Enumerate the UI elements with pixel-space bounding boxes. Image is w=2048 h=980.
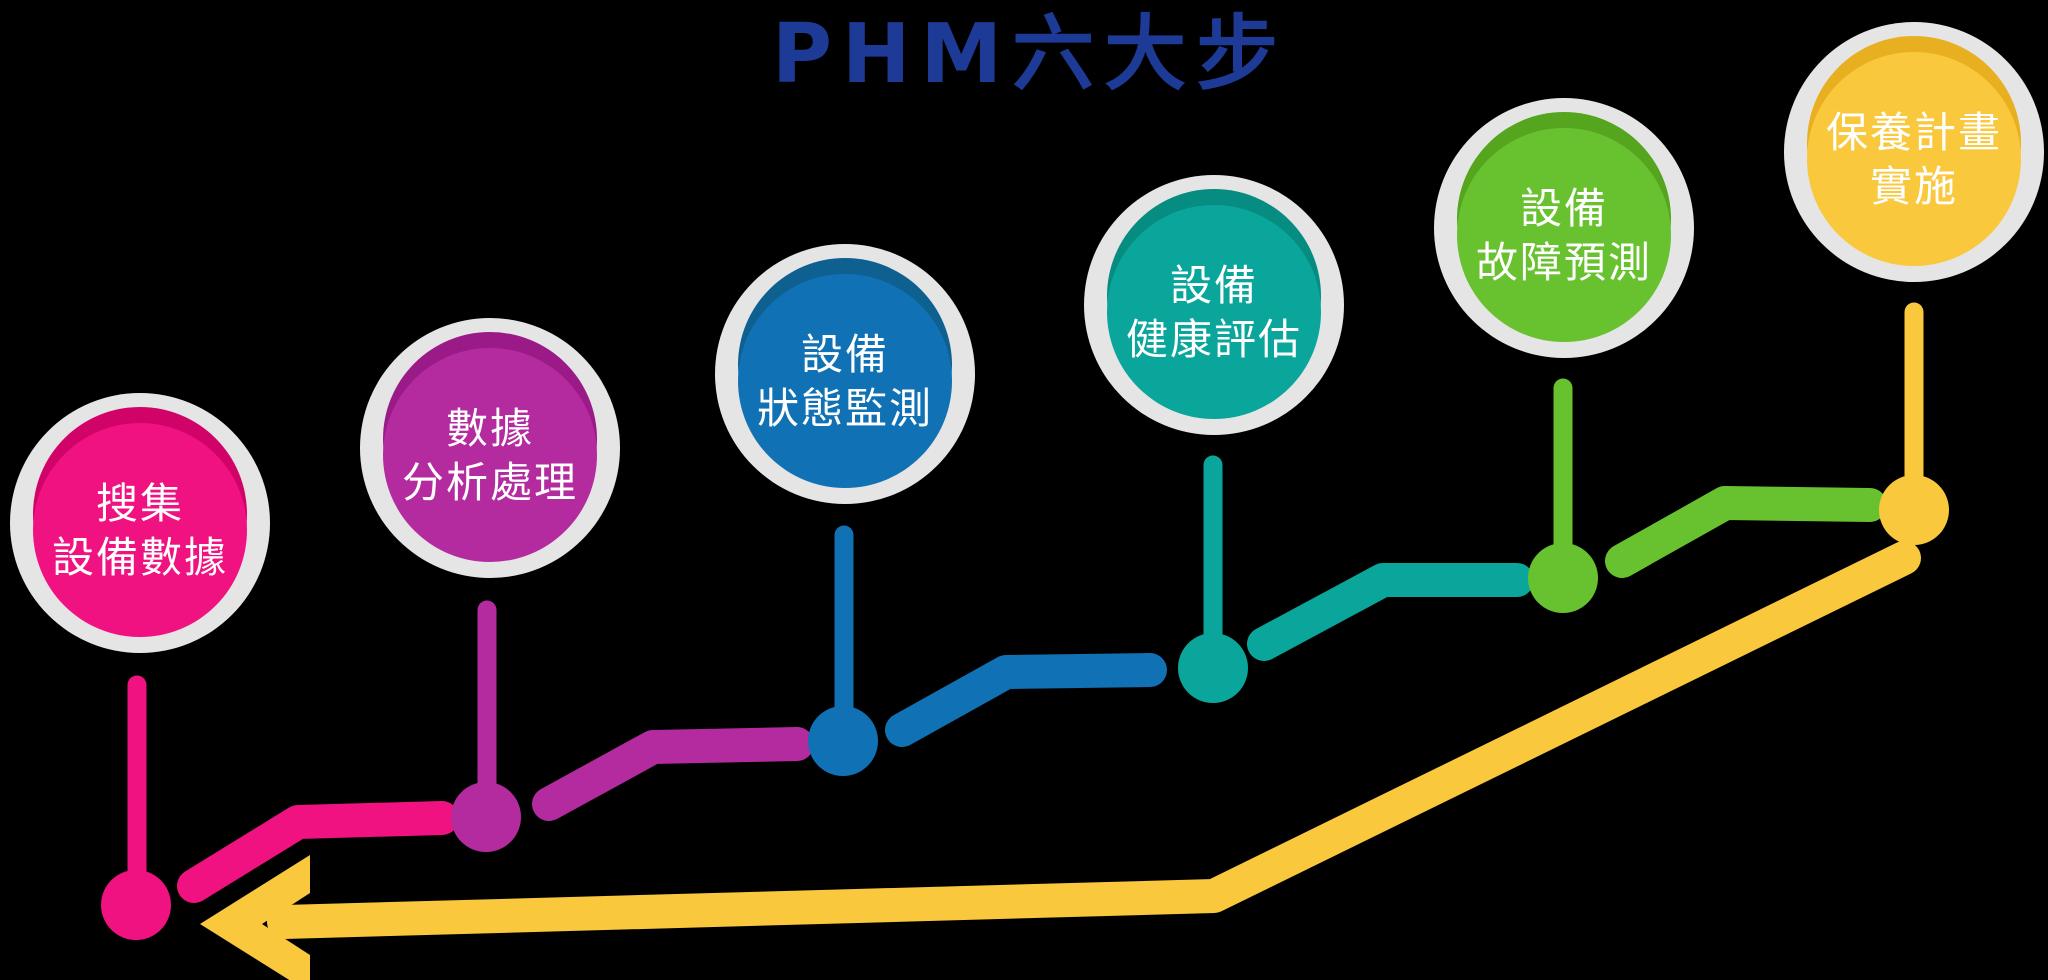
step6-label-line2: 實施: [1870, 162, 1958, 211]
step5-dot: [1528, 543, 1598, 613]
step3-label-line1: 設備: [801, 330, 889, 379]
step1-label-line2: 設備數據: [52, 533, 228, 582]
step1-label-line1: 搜集: [96, 479, 184, 528]
left-arrowhead-icon: [200, 855, 310, 980]
page-title: PHM六大步: [772, 7, 1288, 102]
connector-step5-step6: [1605, 486, 1887, 578]
step4-label-line2: 健康評估: [1126, 315, 1302, 364]
step6-face: [1807, 52, 2021, 266]
step2-face: [383, 348, 597, 562]
connector-step4-step5: [1247, 563, 1534, 661]
step6-dot: [1879, 475, 1949, 545]
step4-dot: [1178, 633, 1248, 703]
connector-step2-step3: [532, 727, 814, 821]
step5-label-line1: 設備: [1520, 184, 1608, 233]
step2-dot: [451, 782, 521, 852]
step6-label-line1: 保養計畫: [1826, 108, 2002, 157]
step6-bubble: 保養計畫 實施: [1784, 22, 2044, 282]
step2-label-line1: 數據: [446, 404, 534, 453]
step2-bubble: 數據 分析處理: [360, 318, 620, 578]
step1-dot: [101, 870, 171, 940]
step3-bubble: 設備 狀態監測: [715, 244, 975, 504]
step5-label-line2: 故障預測: [1476, 238, 1652, 287]
step5-face: [1457, 128, 1671, 342]
connector-step1-step2: [177, 801, 459, 903]
step5-bubble: 設備 故障預測: [1434, 98, 1694, 358]
step2-label-line2: 分析處理: [402, 458, 578, 507]
step3-dot: [808, 706, 878, 776]
return-arrow-line: [267, 541, 1921, 939]
step1-bubble: 搜集 設備數據: [10, 393, 270, 653]
step4-label-line1: 設備: [1170, 261, 1258, 310]
step4-face: [1107, 205, 1321, 419]
connector-step3-step4: [885, 653, 1167, 747]
step3-label-line2: 狀態監測: [757, 384, 933, 433]
step3-face: [738, 274, 952, 488]
step4-bubble: 設備 健康評估: [1084, 175, 1344, 435]
step1-face: [33, 423, 247, 637]
